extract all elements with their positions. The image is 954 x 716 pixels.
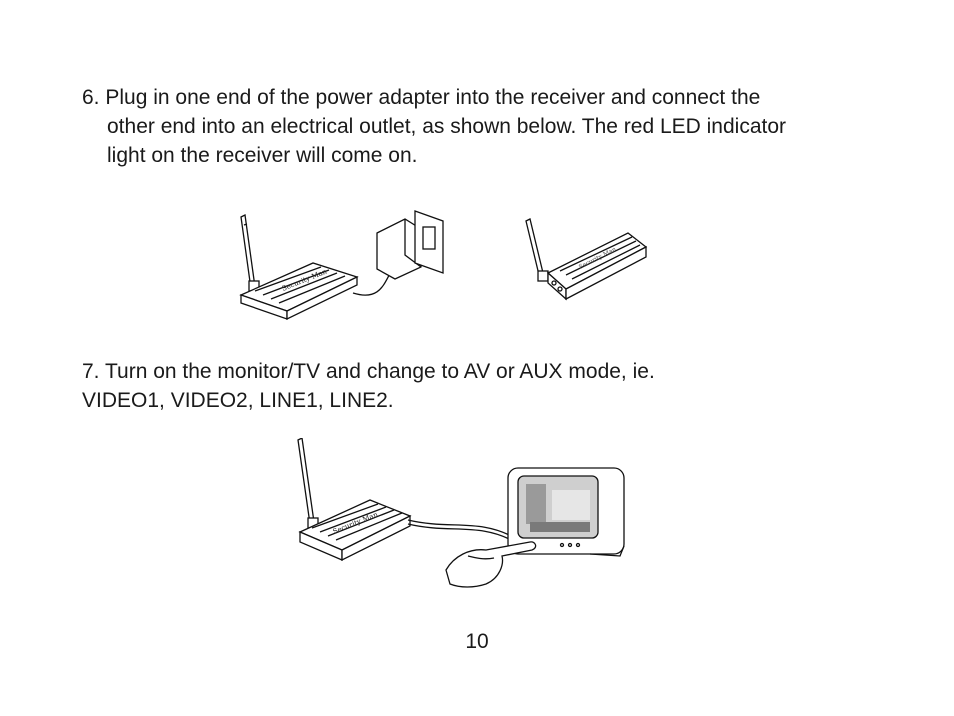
step-6-line-1: 6. Plug in one end of the power adapter … — [82, 86, 761, 109]
step-7-text: 7. Turn on the monitor/TV and change to … — [82, 357, 902, 415]
step-7-line-2: VIDEO1, VIDEO2, LINE1, LINE2. — [82, 389, 394, 412]
page-number: 10 — [465, 630, 489, 653]
step-6-line-3: light on the receiver will come on. — [107, 144, 418, 167]
step-6-text: 6. Plug in one end of the power adapter … — [82, 83, 902, 170]
receiver-illustration: Security Man — [525, 218, 648, 301]
receiver-power-adapter-illustration: Security Man — [239, 210, 444, 321]
step-7-line-1: 7. Turn on the monitor/TV and change to … — [82, 360, 655, 383]
receiver-tv-illustration: Security Man — [297, 438, 625, 588]
step-6-line-2: other end into an electrical outlet, as … — [107, 115, 787, 138]
